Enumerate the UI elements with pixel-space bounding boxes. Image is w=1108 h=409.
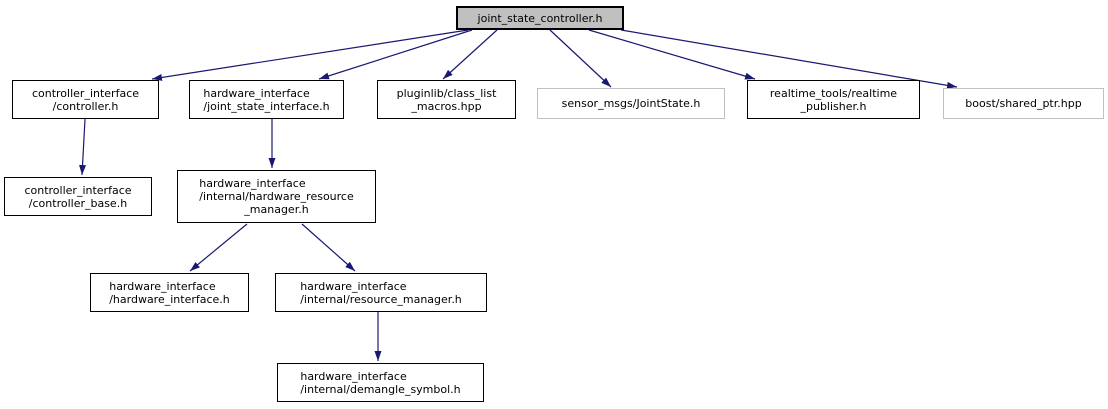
edge-main-to-shared-ptr: [620, 29, 958, 89]
node-label: boost/shared_ptr.hpp: [965, 97, 1082, 110]
node-label: sensor_msgs/JointState.h: [561, 97, 701, 110]
node-controller-interface-controller-base-h[interactable]: controller_interface /controller_base.h: [4, 177, 152, 216]
node-label: hardware_interface /internal/hardware_re…: [199, 177, 354, 216]
node-joint-state-controller-h: joint_state_controller.h: [456, 6, 624, 30]
node-label: joint_state_controller.h: [477, 11, 603, 25]
node-realtime-tools-realtime-publisher-h[interactable]: realtime_tools/realtime _publisher.h: [747, 80, 920, 119]
edge-main-to-realtime-publisher: [588, 29, 756, 80]
node-label: realtime_tools/realtime _publisher.h: [769, 86, 898, 113]
edge-main-to-class-list-macros: [442, 29, 498, 80]
node-label: hardware_interface /internal/demangle_sy…: [300, 369, 461, 396]
node-boost-shared-ptr-hpp: boost/shared_ptr.hpp: [943, 88, 1104, 119]
node-hardware-interface-joint-state-interface-h[interactable]: hardware_interface /joint_state_interfac…: [189, 80, 344, 119]
node-sensor-msgs-jointstate-h: sensor_msgs/JointState.h: [537, 88, 725, 119]
node-label: controller_interface /controller.h: [31, 86, 140, 113]
edge-main-to-joint-state-msg: [549, 29, 612, 88]
node-label: hardware_interface /internal/resource_ma…: [300, 279, 462, 306]
edge-controller-to-controller-base: [79, 118, 87, 176]
edge-hardware-resource-manager-to-resource-manager: [301, 223, 356, 272]
node-controller-interface-controller-h[interactable]: controller_interface /controller.h: [12, 80, 159, 119]
node-label: hardware_interface /hardware_interface.h: [109, 279, 230, 306]
node-label: hardware_interface /joint_state_interfac…: [203, 86, 330, 113]
node-hardware-interface-hardware-interface-h[interactable]: hardware_interface /hardware_interface.h: [90, 273, 249, 312]
node-pluginlib-class-list-macros-hpp[interactable]: pluginlib/class_list _macros.hpp: [377, 80, 516, 119]
node-label: controller_interface /controller_base.h: [24, 183, 132, 210]
node-hardware-interface-internal-resource-manager-h[interactable]: hardware_interface /internal/resource_ma…: [275, 273, 487, 312]
node-hardware-interface-internal-hardware-resource-manager-h[interactable]: hardware_interface /internal/hardware_re…: [177, 170, 376, 223]
node-hardware-interface-internal-demangle-symbol-h[interactable]: hardware_interface /internal/demangle_sy…: [277, 363, 484, 402]
edge-hardware-resource-manager-to-hardware-interface: [189, 223, 248, 272]
node-label: pluginlib/class_list _macros.hpp: [396, 86, 497, 113]
edge-main-to-joint-state-interface: [318, 29, 473, 80]
edge-main-to-controller: [151, 29, 469, 81]
